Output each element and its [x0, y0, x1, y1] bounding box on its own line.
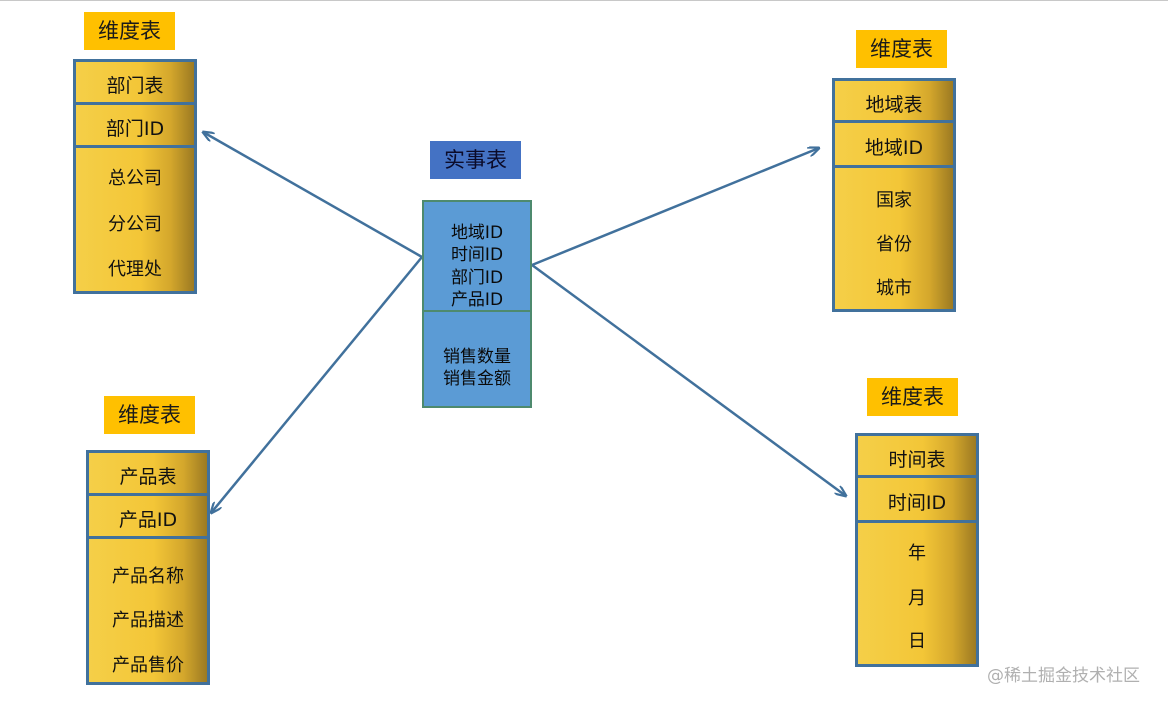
- fact-table: 地域ID 时间ID 部门ID 产品ID 销售数量 销售金额: [422, 200, 532, 408]
- dept-attr-hq: 总公司: [108, 168, 162, 189]
- product-dimension-label: 维度表: [104, 396, 195, 434]
- watermark: @稀土掘金技术社区: [987, 666, 1140, 686]
- product-table-name: 产品表: [89, 453, 207, 496]
- fact-key-product: 产品ID: [450, 290, 504, 310]
- product-attr-desc: 产品描述: [112, 610, 184, 631]
- region-key: 地域ID: [835, 123, 953, 168]
- region-attr-country: 国家: [876, 190, 912, 211]
- dept-attr-branch: 分公司: [108, 214, 162, 235]
- top-divider: [0, 0, 1168, 1]
- dept-table-name: 部门表: [76, 62, 194, 105]
- dept-key: 部门ID: [76, 105, 194, 148]
- product-attr-name: 产品名称: [112, 566, 184, 587]
- arrow-to-time: [531, 263, 846, 496]
- time-attr-year: 年: [908, 543, 926, 564]
- product-dimension-table: 产品表 产品ID 产品名称 产品描述 产品售价: [86, 450, 210, 685]
- fact-measure-amount: 销售金额: [443, 369, 511, 389]
- fact-key-dept: 部门ID: [450, 268, 504, 288]
- dept-dimension-label: 维度表: [84, 12, 175, 50]
- time-key: 时间ID: [858, 478, 976, 523]
- time-attr-month: 月: [908, 588, 926, 609]
- arrow-to-dept: [203, 132, 423, 259]
- fact-measure-qty: 销售数量: [443, 347, 511, 367]
- product-attr-price: 产品售价: [112, 655, 184, 676]
- dept-dimension-table: 部门表 部门ID 总公司 分公司 代理处: [73, 59, 197, 294]
- time-attr-day: 日: [908, 631, 926, 652]
- fact-divider: [424, 310, 530, 312]
- fact-table-label: 实事表: [430, 141, 521, 179]
- arrow-to-product: [211, 256, 423, 513]
- region-dimension-label: 维度表: [856, 30, 947, 68]
- region-dimension-table: 地域表 地域ID 国家 省份 城市: [832, 78, 956, 312]
- fact-key-time: 时间ID: [450, 245, 504, 265]
- time-table-name: 时间表: [858, 436, 976, 478]
- time-dimension-table: 时间表 时间ID 年 月 日: [855, 433, 979, 667]
- region-attr-province: 省份: [876, 234, 912, 255]
- time-dimension-label: 维度表: [867, 378, 958, 416]
- arrow-to-region: [531, 148, 819, 267]
- dept-attr-agency: 代理处: [108, 259, 162, 280]
- product-key: 产品ID: [89, 496, 207, 539]
- fact-key-region: 地域ID: [450, 223, 504, 243]
- region-table-name: 地域表: [835, 81, 953, 123]
- region-attr-city: 城市: [876, 278, 912, 299]
